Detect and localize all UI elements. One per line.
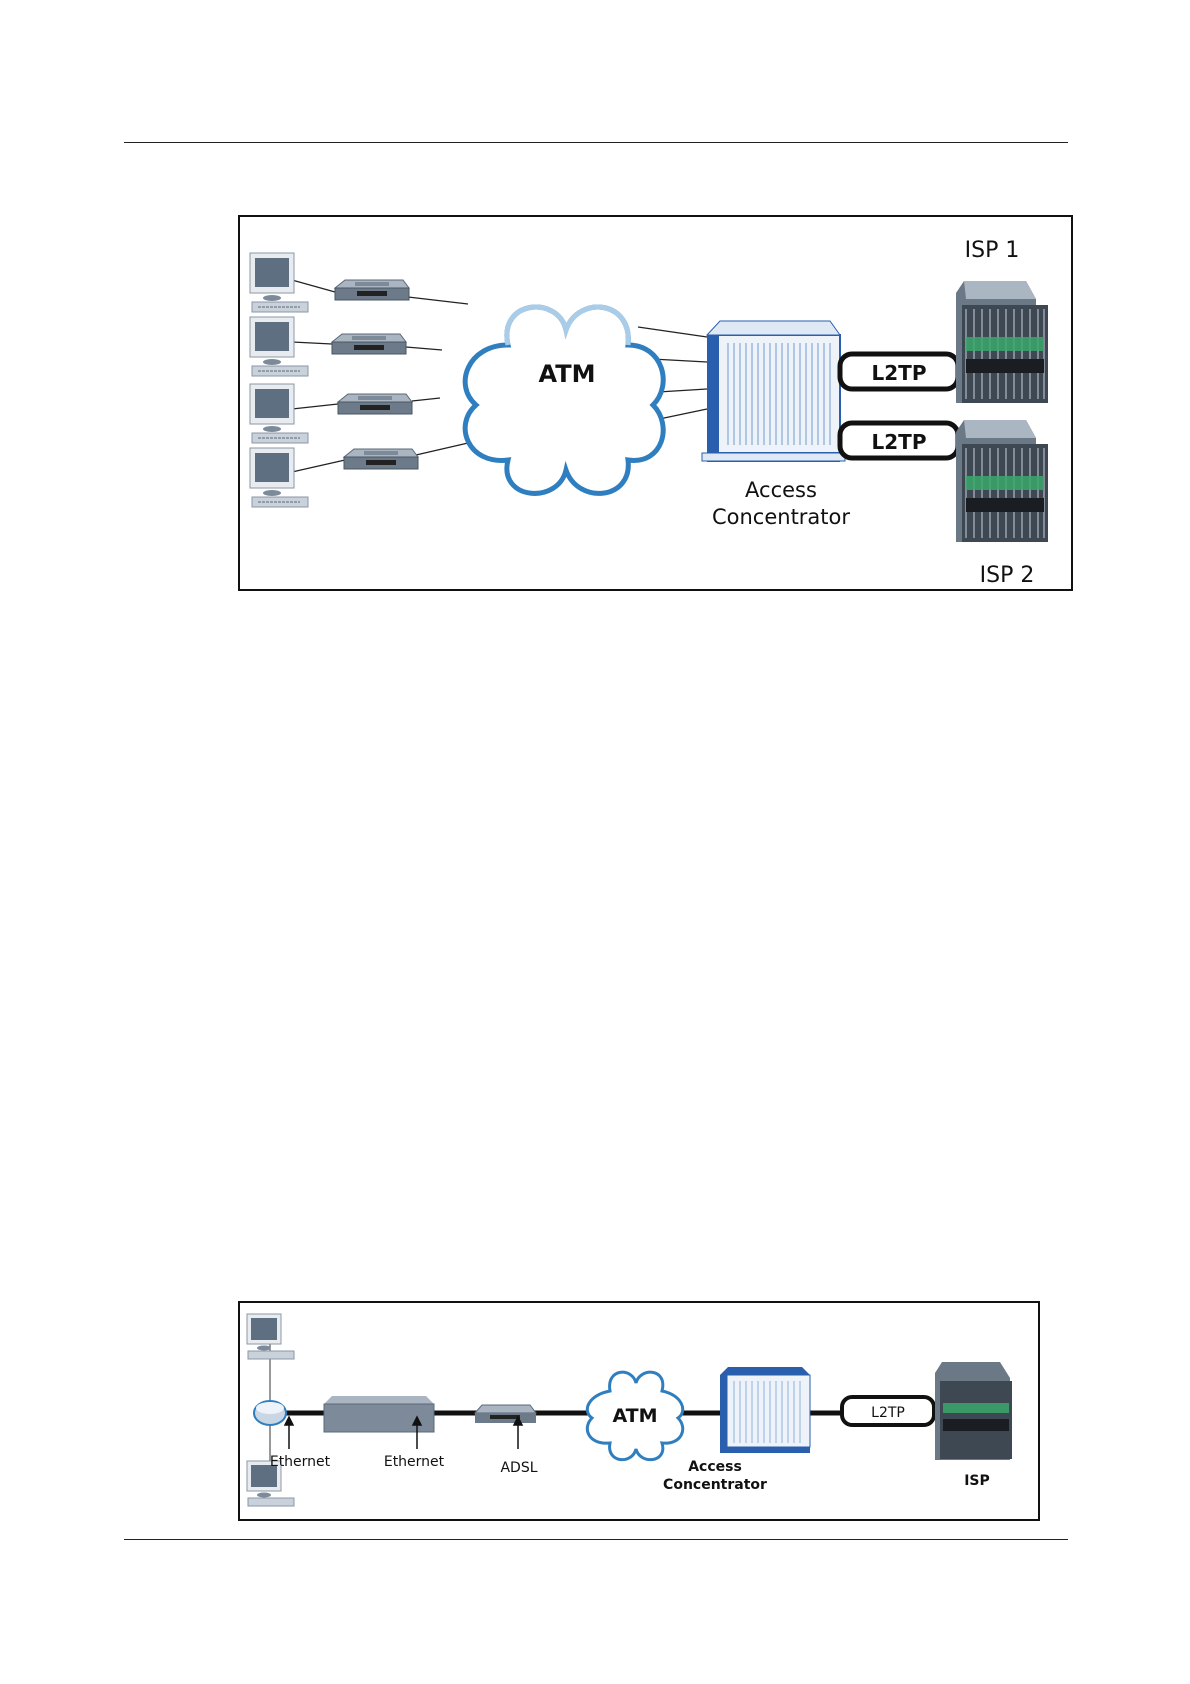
l2tp-label: L2TP <box>872 361 927 385</box>
l2tp-label: L2TP <box>871 1405 905 1421</box>
modem-icon <box>331 333 407 355</box>
access-concentrator-icon <box>701 320 846 462</box>
l2tp-tunnel-1: L2TP <box>837 351 961 392</box>
concentrator-label: Concentrator <box>663 1477 767 1493</box>
modem-icon <box>337 393 413 415</box>
adsl-label: ADSL <box>500 1460 537 1476</box>
atm-label: ATM <box>612 1405 657 1427</box>
isp1-label: ISP 1 <box>965 238 1020 263</box>
access-label: Access <box>688 1459 742 1475</box>
ethernet-label: Ethernet <box>270 1454 331 1470</box>
figure-atm-l2tp-network: ATM Access Concentrator L2TP L2TP ISP 1 … <box>238 215 1073 591</box>
isp2-label: ISP 2 <box>980 563 1035 588</box>
computer-icon <box>249 383 309 444</box>
header-rule <box>124 142 1068 143</box>
modem-icon <box>343 448 419 470</box>
atm-cloud-icon <box>465 307 663 493</box>
link-arrows <box>283 1415 524 1449</box>
access-label: Access <box>745 478 817 502</box>
atm-cloud-icon <box>586 1370 685 1462</box>
l2tp-label: L2TP <box>872 430 927 454</box>
concentrator-label: Concentrator <box>712 505 850 529</box>
modem-icon <box>334 279 410 301</box>
access-concentrator-icon <box>720 1367 811 1453</box>
modem-icon <box>473 1404 537 1423</box>
figure-adsl-l2tp-path: ATM L2TP Ethernet Ethernet ADSL Access C… <box>238 1301 1040 1521</box>
isp2-server-icon <box>955 419 1049 543</box>
ethernet-label: Ethernet <box>384 1454 445 1470</box>
hub-icon <box>253 1400 287 1426</box>
footer-rule <box>124 1539 1068 1540</box>
isp1-server-icon <box>955 280 1049 404</box>
computer-icon <box>249 316 309 377</box>
atm-label: ATM <box>539 360 596 388</box>
l2tp-tunnel-2: L2TP <box>837 420 961 461</box>
computer-icon <box>246 1313 295 1360</box>
isp-label: ISP <box>964 1473 990 1489</box>
l2tp-tunnel: L2TP <box>840 1395 936 1427</box>
computer-icon <box>249 447 309 508</box>
isp-server-icon <box>935 1362 1012 1460</box>
